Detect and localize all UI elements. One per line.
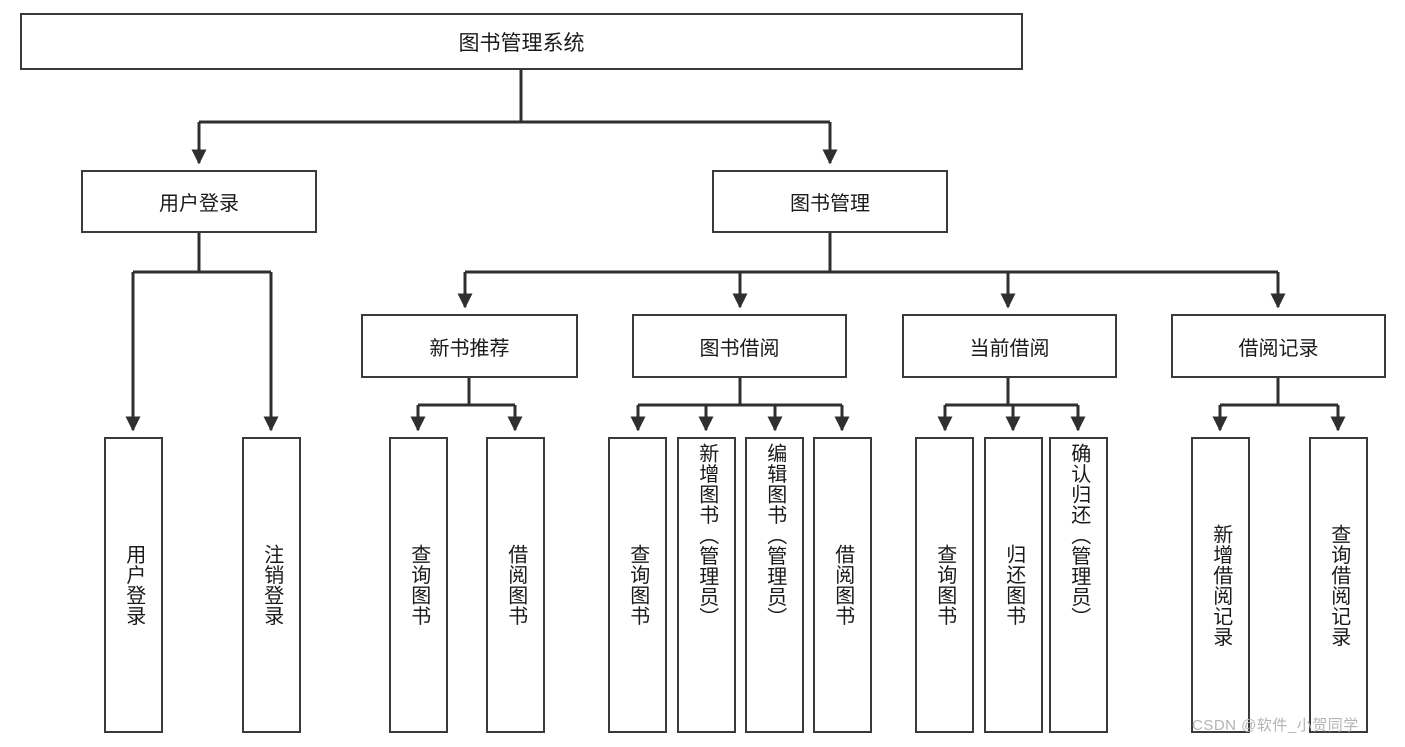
leaf-borrow-edit-book-admin-label: 编辑图书（管理员） [763,443,786,628]
node-borrow-record-label: 借阅记录 [1238,337,1319,360]
leaf-newbook-query-book-label: 查询图书 [407,544,430,626]
leaf-newbook-borrow-book-label: 借阅图书 [504,544,527,626]
node-user-login-label: 用户登录 [159,193,239,215]
leaf-newbook-borrow-book[interactable]: 借阅图书 [486,437,545,733]
leaf-borrow-lend-book[interactable]: 借阅图书 [813,437,872,733]
node-current-borrow-label: 当前借阅 [969,337,1050,360]
leaf-record-query-record-label: 查询借阅记录 [1327,523,1350,647]
node-new-book-recommend-label: 新书推荐 [429,337,510,360]
leaf-borrow-add-book-admin[interactable]: 新增图书（管理员） [677,437,736,733]
leaf-current-confirm-return-admin-label: 确认归还（管理员） [1067,443,1090,628]
leaf-borrow-add-book-admin-label: 新增图书（管理员） [695,443,718,628]
leaf-user-login[interactable]: 用户登录 [104,437,163,733]
node-current-borrow[interactable]: 当前借阅 [902,314,1117,378]
node-book-management[interactable]: 图书管理 [712,170,948,233]
node-book-borrow-label: 图书借阅 [699,337,780,360]
leaf-borrow-lend-book-label: 借阅图书 [831,544,854,626]
csdn-watermark: CSDN @软件_小贺同学 [1192,717,1359,734]
leaf-newbook-query-book[interactable]: 查询图书 [389,437,448,733]
node-user-login[interactable]: 用户登录 [81,170,317,233]
leaf-current-query-book[interactable]: 查询图书 [915,437,974,733]
leaf-user-logout-label: 注销登录 [260,544,283,626]
leaf-borrow-query-book[interactable]: 查询图书 [608,437,667,733]
leaf-user-logout[interactable]: 注销登录 [242,437,301,733]
node-root-label: 图书管理系统 [458,31,585,55]
leaf-borrow-query-book-label: 查询图书 [626,544,649,626]
leaf-current-query-book-label: 查询图书 [933,544,956,626]
leaf-record-add-record[interactable]: 新增借阅记录 [1191,437,1250,733]
node-book-management-label: 图书管理 [790,193,870,215]
node-root-system[interactable]: 图书管理系统 [20,13,1023,70]
node-book-borrow[interactable]: 图书借阅 [632,314,847,378]
node-new-book-recommend[interactable]: 新书推荐 [361,314,578,378]
leaf-user-login-label: 用户登录 [122,544,145,626]
leaf-current-confirm-return-admin[interactable]: 确认归还（管理员） [1049,437,1108,733]
leaf-record-query-record[interactable]: 查询借阅记录 [1309,437,1368,733]
leaf-current-return-book-label: 归还图书 [1002,544,1025,626]
leaf-record-add-record-label: 新增借阅记录 [1209,523,1232,647]
leaf-current-return-book[interactable]: 归还图书 [984,437,1043,733]
node-borrow-record[interactable]: 借阅记录 [1171,314,1386,378]
leaf-borrow-edit-book-admin[interactable]: 编辑图书（管理员） [745,437,804,733]
